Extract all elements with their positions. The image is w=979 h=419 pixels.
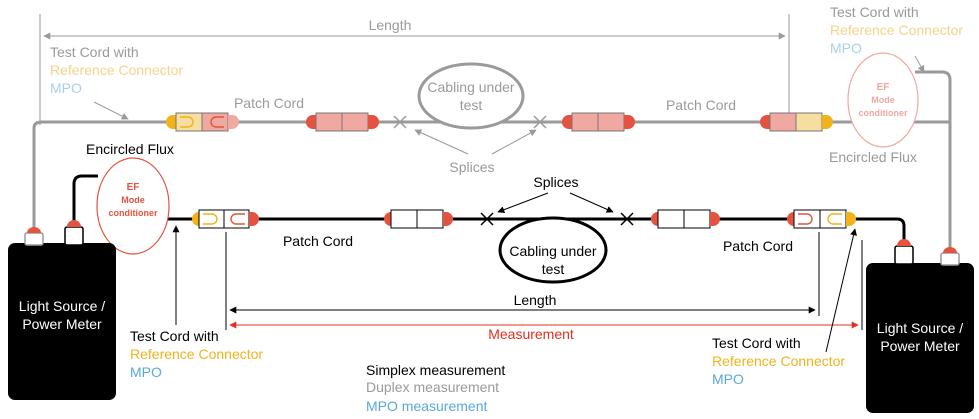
top-ef-line2: Mode [871,95,895,105]
bottom-patch-cord-right: Patch Cord [723,238,793,254]
top-cabling-ellipse [417,62,525,130]
top-test-cord-right-line3: MPO [830,40,862,56]
bottom-cabling-line2: test [542,261,565,277]
top-ef-mode-conditioner [847,52,919,148]
measurement-label: Measurement [488,326,574,342]
bottom-patch-cord-left: Patch Cord [283,233,353,249]
top-length-label: Length [369,17,412,33]
device-port-right-duplex [940,252,960,266]
bottom-test-cord-left-line3: MPO [130,364,162,380]
bottom-encircled-flux: Encircled Flux [86,141,174,157]
bottom-ef-line1: EF [127,182,140,193]
top-test-cord-left-line2: Reference Connector [50,62,183,78]
top-test-cord-left-line3: MPO [50,80,82,96]
bottom-connector-pair-2 [384,209,453,229]
legend: Simplex measurement Duplex measurement M… [366,362,505,414]
top-splice-marks [393,115,547,129]
bottom-ef-line2: Mode [121,195,145,205]
device-left-line2: Power Meter [22,316,102,332]
top-patch-cord-right: Patch Cord [666,97,736,113]
top-ef-line1: EF [877,82,890,93]
light-source-power-meter-right: Light Source / Power Meter [866,239,974,413]
device-right-line2: Power Meter [880,338,960,354]
device-left-line1: Light Source / [19,298,105,314]
top-test-cord-right-arrow [914,55,925,73]
bottom-test-cord-right-arrow [825,228,857,353]
bottom-test-cord-right-line2: Reference Connector [712,353,845,369]
top-test-cord-left-line1: Test Cord with [50,44,139,60]
bottom-splice-marks [480,212,634,226]
simplex-setup: Splices Cabling under test Patch Cord Pa… [72,141,906,387]
top-test-cord-right-line2: Reference Connector [830,22,963,38]
bottom-splice-arrow-left [497,192,549,214]
light-source-power-meter-left: Light Source / Power Meter [8,220,116,400]
bottom-splices-label: Splices [533,174,578,190]
top-patch-cord-left: Patch Cord [234,95,304,111]
bottom-ef-mode-conditioner [96,157,170,255]
top-splice-arrow-left [414,129,469,155]
bottom-test-cord-left-line1: Test Cord with [130,328,219,344]
bottom-test-cord-left-line2: Reference Connector [130,346,263,362]
top-connector-pair-3 [562,112,635,132]
bottom-length-label: Length [514,292,557,308]
bottom-fiber-right [846,217,906,246]
top-test-cord-right-line1: Test Cord with [830,4,919,20]
device-body-right [866,263,974,413]
device-port-left-duplex [24,232,44,246]
bottom-ef-line3: conditioner [109,208,158,218]
legend-duplex: Duplex measurement [366,379,499,395]
bottom-cabling-ellipse [498,216,608,284]
device-port-left-simplex [64,226,84,246]
bottom-cable-ef-loop [72,174,98,225]
bottom-connector-pair-1 [192,209,259,229]
top-connector-pair-2 [306,112,379,132]
top-ef-line3: conditioner [859,108,908,118]
top-cabling-line2: test [460,97,483,113]
legend-mpo: MPO measurement [366,398,487,414]
duplex-setup: Length [32,4,963,250]
top-connector-pair-1 [166,112,239,132]
bottom-connector-pair-3 [651,209,720,229]
bottom-connector-pair-4 [787,209,856,229]
top-splice-arrow-right [491,129,537,155]
bottom-splice-arrow-right [569,192,614,213]
top-test-cord-left-arrow [93,101,129,120]
device-body-left [8,243,116,400]
top-cabling-line1: Cabling under [427,79,515,95]
bottom-test-cord-right-line3: MPO [712,371,744,387]
device-right-line1: Light Source / [877,320,963,336]
bottom-cabling-line1: Cabling under [509,243,597,259]
top-splices-label: Splices [449,159,494,175]
bottom-test-cord-right-line1: Test Cord with [712,335,801,351]
legend-simplex: Simplex measurement [366,362,505,378]
top-connector-pair-4 [760,112,833,132]
top-encircled-flux: Encircled Flux [829,149,917,165]
device-port-right-simplex [894,245,914,265]
